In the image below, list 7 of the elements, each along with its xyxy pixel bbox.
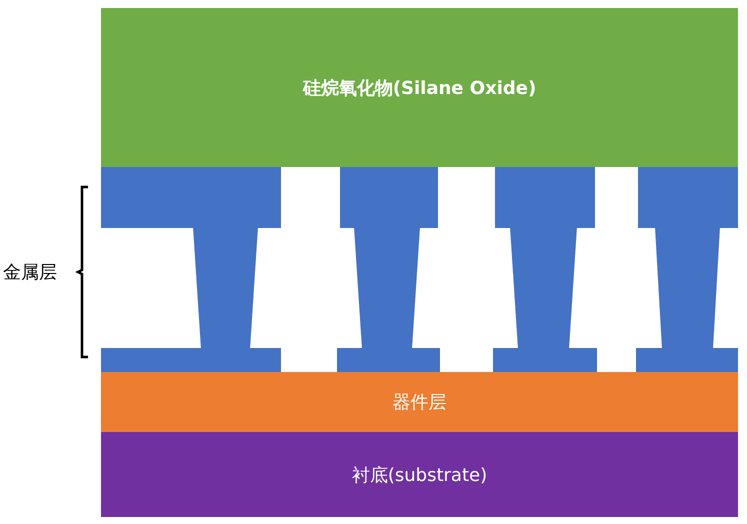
layer-label: 器件层 [392, 391, 446, 414]
bracket-label: 金属层 [3, 261, 57, 284]
layer-band [101, 432, 738, 517]
layer-label: 衬底(substrate) [352, 464, 488, 486]
layer-band [101, 8, 738, 167]
layer-band [101, 372, 738, 432]
layer-label: 硅烷氧化物(Silane Oxide) [302, 76, 536, 100]
